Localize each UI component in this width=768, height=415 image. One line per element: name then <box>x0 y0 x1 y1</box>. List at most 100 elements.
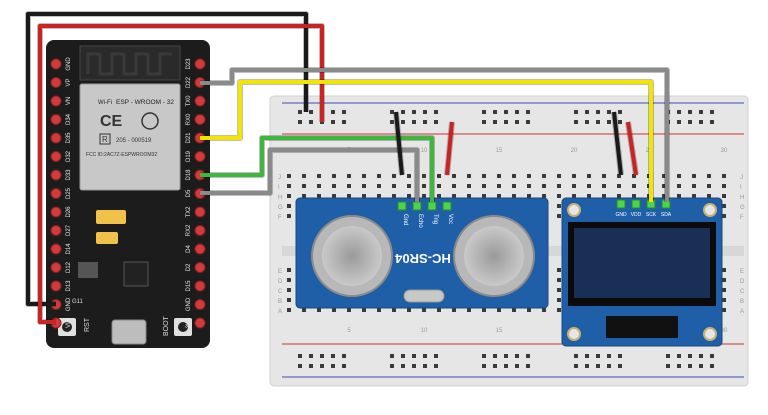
sensor-pin[interactable] <box>442 201 452 211</box>
breadboard-hole <box>557 184 561 188</box>
rail-hole <box>699 354 703 358</box>
breadboard-hole <box>527 194 531 198</box>
rst-button-cap[interactable] <box>62 322 72 332</box>
right-header-pin[interactable] <box>194 151 206 162</box>
right-pin-label: D4 <box>186 245 192 253</box>
oled-pin[interactable] <box>631 199 641 209</box>
right-header-pin[interactable] <box>194 58 206 70</box>
cert-code: 205 - 000519 <box>116 138 152 144</box>
rail-hole <box>585 364 589 368</box>
column-number-bottom: 10 <box>421 328 428 334</box>
r-mark: R <box>102 135 108 144</box>
right-header-pin[interactable] <box>194 262 206 273</box>
breadboard-hole <box>542 308 546 312</box>
left-header-pin[interactable] <box>50 95 62 107</box>
sensor-pin[interactable] <box>427 201 437 211</box>
rail-hole <box>482 364 486 368</box>
breadboard-hole <box>572 174 576 178</box>
rail-hole <box>331 120 335 124</box>
left-header-pin[interactable] <box>50 151 62 162</box>
rail-hole <box>710 354 714 358</box>
right-header-pin[interactable] <box>194 299 206 310</box>
left-header-pin[interactable] <box>50 225 62 236</box>
column-number-bottom: 30 <box>721 328 728 334</box>
left-pin-label: D35 <box>66 132 72 144</box>
breadboard-hole <box>422 184 426 188</box>
left-header-pin[interactable] <box>50 262 62 273</box>
wires <box>25 11 670 325</box>
row-letter-left: G <box>278 205 283 211</box>
oled-screen <box>574 228 710 298</box>
oled-pin-label: VDD <box>631 212 642 218</box>
rail-hole <box>607 364 611 368</box>
row-letter-left: C <box>278 289 283 295</box>
rail-hole <box>699 120 703 124</box>
rail-hole <box>596 354 600 358</box>
breadboard-hole <box>407 308 411 312</box>
rail-hole <box>412 364 416 368</box>
breadboard-hole <box>707 184 711 188</box>
module-brand: ESP - WROOM - 32 <box>116 99 174 106</box>
micro-usb-port[interactable] <box>111 319 147 345</box>
breadboard-hole <box>692 184 696 188</box>
right-header-pin[interactable] <box>194 243 206 255</box>
left-header-pin[interactable] <box>50 169 62 181</box>
rail-hole <box>298 354 302 358</box>
left-header-pin[interactable] <box>50 77 62 88</box>
breadboard-hole <box>287 194 291 198</box>
breadboard-hole <box>632 194 636 198</box>
sensor-pin[interactable] <box>412 201 422 211</box>
breadboard-hole <box>557 308 561 312</box>
oled-pin-label: SCK <box>646 212 657 218</box>
left-header-pin[interactable] <box>50 243 62 255</box>
rail-hole <box>320 354 324 358</box>
trig-wire <box>200 148 419 202</box>
breadboard-hole <box>407 184 411 188</box>
breadboard-hole <box>392 308 396 312</box>
boot-button-cap[interactable] <box>178 322 188 332</box>
rail-hole <box>482 110 486 114</box>
rail-hole <box>710 120 714 124</box>
oled-mount-hole-br <box>703 327 717 341</box>
row-letter-left: E <box>278 269 282 275</box>
right-header-pin[interactable] <box>194 95 206 107</box>
sensor-pin[interactable] <box>397 201 407 211</box>
left-header-pin[interactable] <box>50 114 62 125</box>
rail-hole <box>504 364 508 368</box>
breadboard-hole <box>662 184 666 188</box>
breadboard-hole <box>542 194 546 198</box>
rail-hole <box>331 110 335 114</box>
row-letter-right: H <box>740 195 744 201</box>
rail-hole <box>688 354 692 358</box>
right-header-pin[interactable] <box>194 280 206 292</box>
left-header-pin[interactable] <box>50 188 62 199</box>
breadboard-hole <box>287 174 291 178</box>
left-header-pin[interactable] <box>50 206 62 218</box>
rail-hole <box>515 120 519 124</box>
rail-hole <box>401 110 405 114</box>
oled-ribbon <box>606 316 678 338</box>
right-header-pin[interactable] <box>194 317 206 329</box>
rail-hole <box>434 120 438 124</box>
rail-hole <box>423 364 427 368</box>
breadboard-hole <box>317 174 321 178</box>
column-number-top: 30 <box>721 148 728 154</box>
right-header-pin[interactable] <box>194 206 206 218</box>
right-pin-label: 3V3 <box>186 317 192 328</box>
vin-wire <box>38 24 324 324</box>
left-header-pin[interactable] <box>50 280 62 292</box>
oled-pin[interactable] <box>616 199 626 209</box>
breadboard-hole <box>407 194 411 198</box>
right-header-pin[interactable] <box>194 225 206 236</box>
breadboard-hole <box>407 174 411 178</box>
rail-hole <box>423 120 427 124</box>
rail-hole <box>320 364 324 368</box>
breadboard-hole <box>377 308 381 312</box>
left-header-pin[interactable] <box>50 132 62 144</box>
left-header-pin[interactable] <box>50 58 62 70</box>
right-header-pin[interactable] <box>194 114 206 125</box>
ce-mark: CE <box>100 113 123 130</box>
